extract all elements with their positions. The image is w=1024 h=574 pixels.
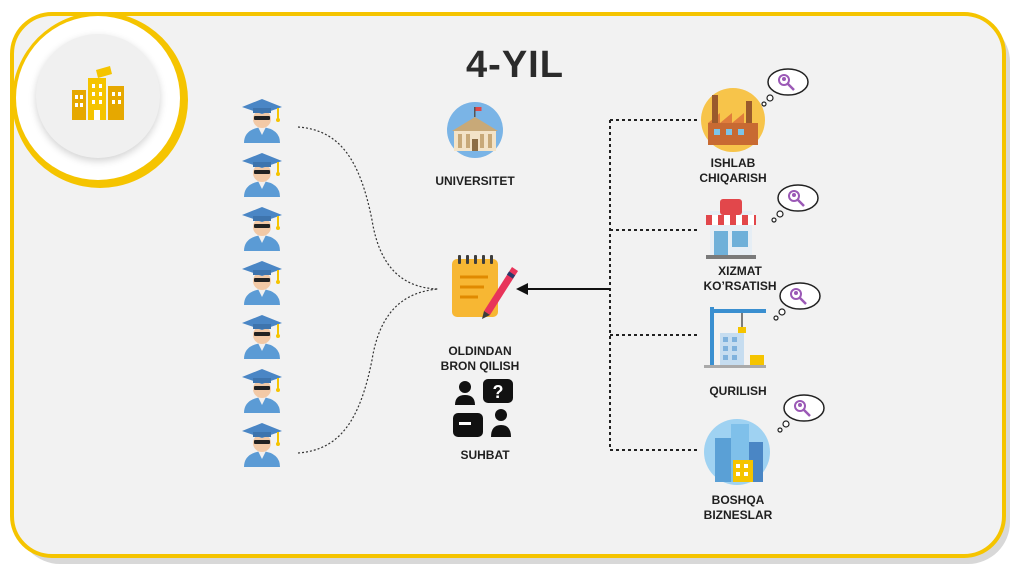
factory-label-line1: ISHLAB: [710, 156, 756, 170]
business-label-line1: BOSHQA: [711, 493, 765, 507]
shop-icon: [706, 199, 756, 259]
connector-upper-curve: [297, 126, 439, 290]
booking-label-line2: BRON QILISH: [440, 359, 520, 373]
factory-icon: [701, 88, 765, 152]
interview-chat-icon: ?: [453, 379, 513, 437]
construction-label: QURILISH: [709, 384, 767, 398]
booking-label-line1: OLDINDAN: [448, 344, 512, 358]
page-title: 4-YIL: [466, 44, 564, 86]
logo-badge-inner: [36, 34, 160, 158]
thought-bubble-icon: [760, 67, 810, 108]
city-buildings-icon: [72, 66, 124, 120]
thought-bubble-icon: [776, 393, 826, 434]
thought-bubble-icon: [772, 281, 822, 322]
construction-crane-icon: [704, 307, 766, 368]
interview-label: SUHBAT: [460, 448, 510, 462]
factory-label-line2: CHIQARISH: [699, 171, 767, 185]
notepad-pen-icon: [452, 255, 518, 319]
shop-label: XIZMAT KO’RSATISH: [690, 264, 790, 294]
university-building-icon: [447, 102, 503, 158]
shop-label-line2: KO’RSATISH: [703, 279, 777, 293]
booking-label: OLDINDAN BRON QILISH: [420, 344, 540, 374]
business-label-line2: BIZNESLAR: [703, 508, 773, 522]
arrow-head: [516, 283, 528, 295]
shop-label-line1: XIZMAT: [718, 264, 762, 278]
connector-lower-curve: [297, 288, 439, 454]
thought-bubble-icon: [770, 183, 820, 224]
university-label: UNIVERSITET: [435, 174, 515, 188]
svg-text:?: ?: [493, 382, 504, 402]
business-label: BOSHQA BIZNESLAR: [690, 493, 786, 523]
skyscrapers-icon: [704, 419, 770, 485]
factory-label: ISHLAB CHIQARISH: [688, 156, 778, 186]
